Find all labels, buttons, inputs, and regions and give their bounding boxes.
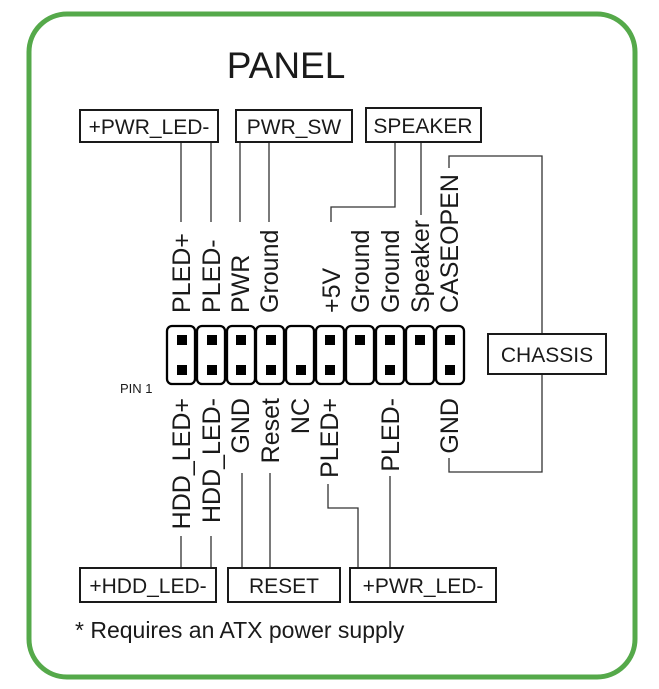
box-reset: RESET <box>227 567 341 603</box>
box-top-pwr-led: +PWR_LED- <box>79 109 219 143</box>
pin-top-ground-sw <box>266 335 276 345</box>
pin-label-nc: NC <box>287 398 315 434</box>
pin-label-ground-spk-2: Ground <box>377 230 405 313</box>
box-chassis-label: CHASSIS <box>501 344 593 367</box>
pin-top-speaker <box>415 335 425 345</box>
box-pwr-sw: PWR_SW <box>235 109 353 143</box>
pin-bottom-reset <box>266 365 276 375</box>
pin-top-pwr <box>236 335 246 345</box>
box-bottom-hdd-led: +HDD_LED- <box>79 567 217 603</box>
pin-label-reset: Reset <box>257 398 285 463</box>
pin-label-pled-plus-top: PLED+ <box>168 233 196 313</box>
wire-bottom-pled-plus <box>327 484 359 568</box>
pin1-label: PIN 1 <box>120 381 153 396</box>
pin-label-pled-plus-bottom: PLED+ <box>316 398 344 478</box>
pin-shroud-7 <box>344 324 376 386</box>
pin-bottom-hdd-led-minus <box>207 365 217 375</box>
pin-label-speaker: Speaker <box>407 220 435 313</box>
pin-bottom-gnd-reset <box>236 365 246 375</box>
wire-chassis-gnd <box>448 374 543 473</box>
box-bottom-pwr-led: +PWR_LED- <box>349 567 497 603</box>
pin-top-ground-spk-2 <box>385 335 395 345</box>
box-chassis: CHASSIS <box>487 333 607 375</box>
pin-shroud-4 <box>254 324 286 386</box>
wire-caseopen <box>448 155 543 334</box>
pin-label-5v: +5V <box>318 267 346 313</box>
pin-bottom-pled-plus <box>325 365 335 375</box>
pin-shroud-10 <box>434 324 466 386</box>
pin-header <box>165 324 466 386</box>
pin-bottom-gnd-chassis <box>445 365 455 375</box>
pin-label-ground-spk-1: Ground <box>347 230 375 313</box>
box-bottom-hdd-led-label: +HDD_LED- <box>89 575 206 598</box>
pin-label-caseopen: CASEOPEN <box>436 174 464 313</box>
pin-top-caseopen <box>445 335 455 345</box>
footnote: * Requires an ATX power supply <box>75 617 405 643</box>
box-top-pwr-led-label: +PWR_LED- <box>89 116 210 139</box>
pin-shroud-6 <box>314 324 346 386</box>
pin-label-hdd-led-plus: HDD_LED+ <box>168 398 196 529</box>
pin-shroud-5 <box>284 324 316 386</box>
pin-top-pled-minus <box>207 335 217 345</box>
pin-top-pled-plus <box>177 335 187 345</box>
top-pin-labels: PLED+ PLED- PWR Ground +5V Ground Ground… <box>168 174 464 313</box>
pin-shroud-1 <box>165 324 197 386</box>
diagram-frame <box>26 11 638 680</box>
pin-label-gnd-chassis: GND <box>436 398 464 454</box>
pin-shroud-8 <box>374 324 406 386</box>
pin-label-pwr: PWR <box>227 255 255 313</box>
pin-top-ground-spk-1 <box>355 335 365 345</box>
box-bottom-pwr-led-label: +PWR_LED- <box>363 575 484 598</box>
pin-label-hdd-led-minus: HDD_LED- <box>198 398 226 523</box>
pin-label-gnd-reset: GND <box>227 398 255 454</box>
diagram-title: PANEL <box>227 45 346 86</box>
box-reset-label: RESET <box>249 575 319 598</box>
bottom-pin-labels: HDD_LED+ HDD_LED- GND Reset NC PLED+ PLE… <box>168 398 464 529</box>
box-pwr-sw-label: PWR_SW <box>247 116 342 139</box>
pin-bottom-hdd-led-plus <box>177 365 187 375</box>
wire-5v <box>330 142 396 222</box>
pin-shroud-9 <box>404 324 436 386</box>
pin-top-5v <box>325 335 335 345</box>
box-speaker: SPEAKER <box>365 107 482 143</box>
pin-label-pled-minus-top: PLED- <box>198 239 226 313</box>
wires <box>180 140 543 568</box>
pin-label-pled-minus-bottom: PLED- <box>377 398 405 472</box>
pin-bottom-pled-minus <box>385 365 395 375</box>
pin-shroud-2 <box>195 324 227 386</box>
box-speaker-label: SPEAKER <box>373 115 472 138</box>
pin-shroud-3 <box>225 324 257 386</box>
pin-label-ground-sw: Ground <box>256 230 284 313</box>
pin-bottom-nc <box>296 365 306 375</box>
